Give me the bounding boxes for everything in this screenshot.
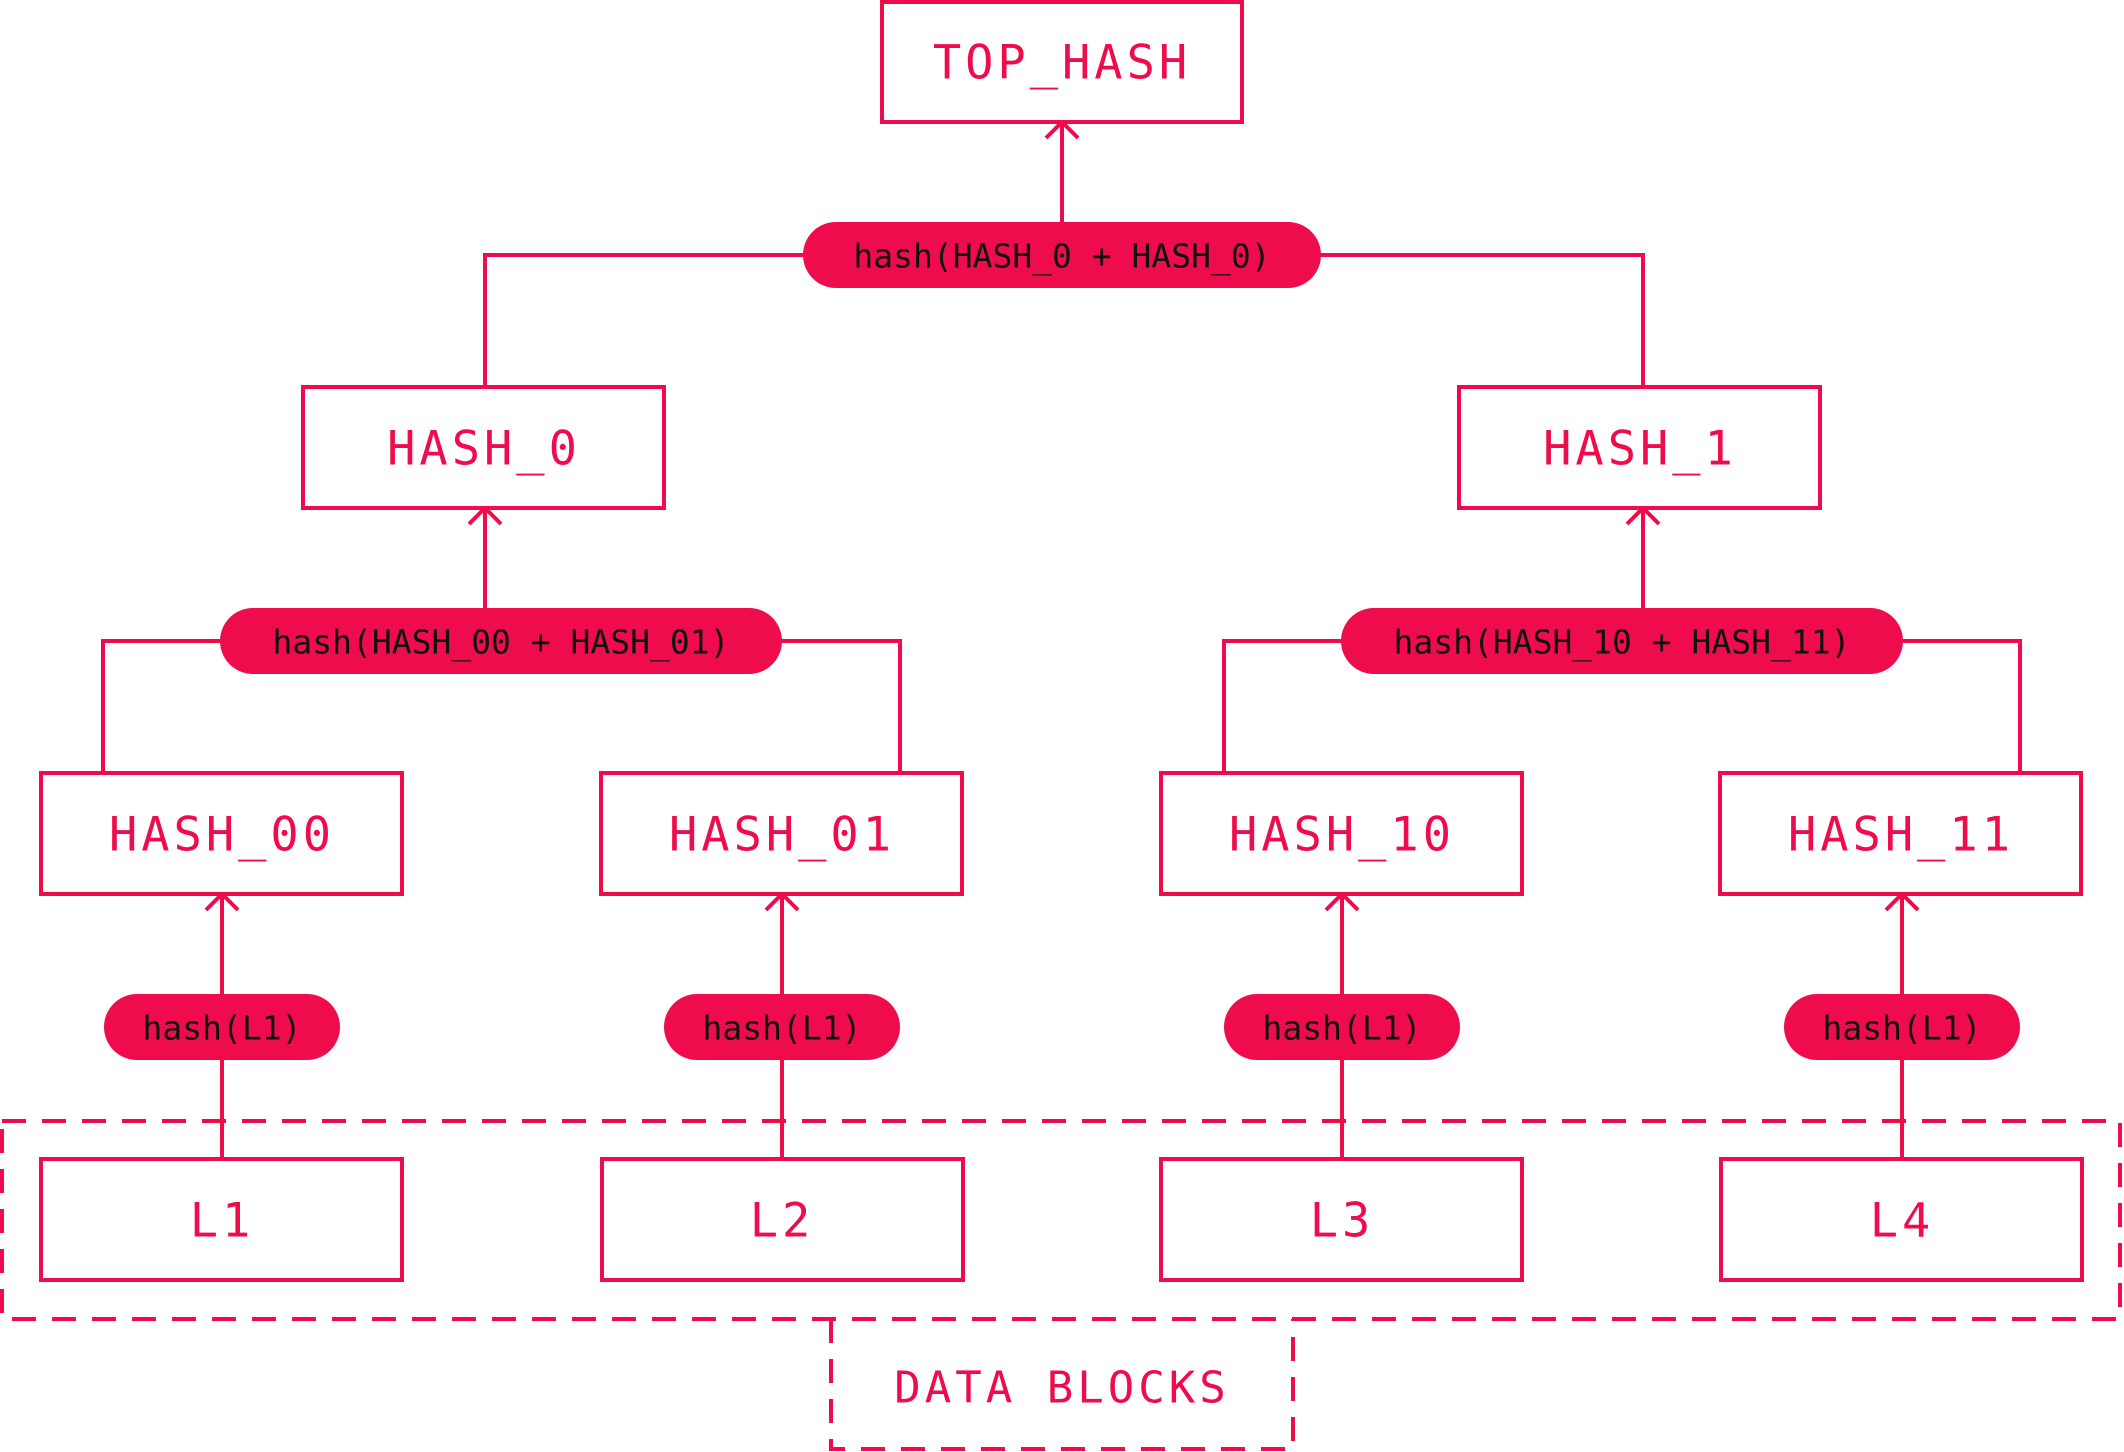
pill-left-label: hash(HASH_00 + HASH_01): [273, 623, 730, 663]
hash-01-box: [599, 771, 964, 896]
hash-0-box: [301, 385, 666, 510]
l4-label: L4: [1870, 1194, 1935, 1249]
hash-11-box: [1718, 771, 2083, 896]
connector-right-left: [1222, 639, 1342, 773]
hash-1-label: HASH_1: [1543, 422, 1737, 477]
hash-10-box: [1159, 771, 1524, 896]
pill-leaf4: [1784, 994, 2020, 1060]
connector-left-left: [101, 639, 222, 773]
top-hash-box: [880, 0, 1244, 124]
pill-top: [803, 222, 1321, 288]
pill-top-label: hash(HASH_0 + HASH_0): [853, 237, 1270, 277]
hash-00-label: HASH_00: [109, 808, 335, 863]
connector-top-left: [483, 253, 805, 387]
pill-leaf4-label: hash(L1): [1823, 1009, 1982, 1048]
data-blocks-label: DATA BLOCKS: [894, 1363, 1229, 1414]
top-hash-label: TOP_HASH: [933, 36, 1191, 91]
pill-right: [1341, 608, 1903, 674]
l1-box: [39, 1157, 404, 1282]
data-blocks-label-frame: [829, 1319, 1295, 1451]
pill-leaf2-label: hash(L1): [703, 1009, 862, 1048]
hash-11-label: HASH_11: [1788, 808, 2014, 863]
l2-box: [600, 1157, 965, 1282]
pill-left: [220, 608, 782, 674]
hash-1-box: [1457, 385, 1822, 510]
hash-0-label: HASH_0: [387, 422, 581, 477]
pill-right-label: hash(HASH_10 + HASH_11): [1394, 623, 1851, 663]
connector-right-right: [1901, 639, 2022, 773]
l3-box: [1159, 1157, 1524, 1282]
pill-leaf2: [664, 994, 900, 1060]
pill-leaf3-label: hash(L1): [1263, 1009, 1422, 1048]
pill-leaf1: [104, 994, 340, 1060]
l2-label: L2: [750, 1194, 815, 1249]
pill-leaf1-label: hash(L1): [143, 1009, 302, 1048]
l3-label: L3: [1310, 1194, 1375, 1249]
l4-box: [1719, 1157, 2084, 1282]
hash-00-box: [39, 771, 404, 896]
data-blocks-group: [0, 1119, 2122, 1321]
pill-leaf3: [1224, 994, 1460, 1060]
hash-01-label: HASH_01: [669, 808, 895, 863]
l1-label: L1: [190, 1194, 255, 1249]
connector-left-right: [780, 639, 902, 773]
connector-top-right: [1318, 253, 1645, 387]
hash-10-label: HASH_10: [1229, 808, 1455, 863]
